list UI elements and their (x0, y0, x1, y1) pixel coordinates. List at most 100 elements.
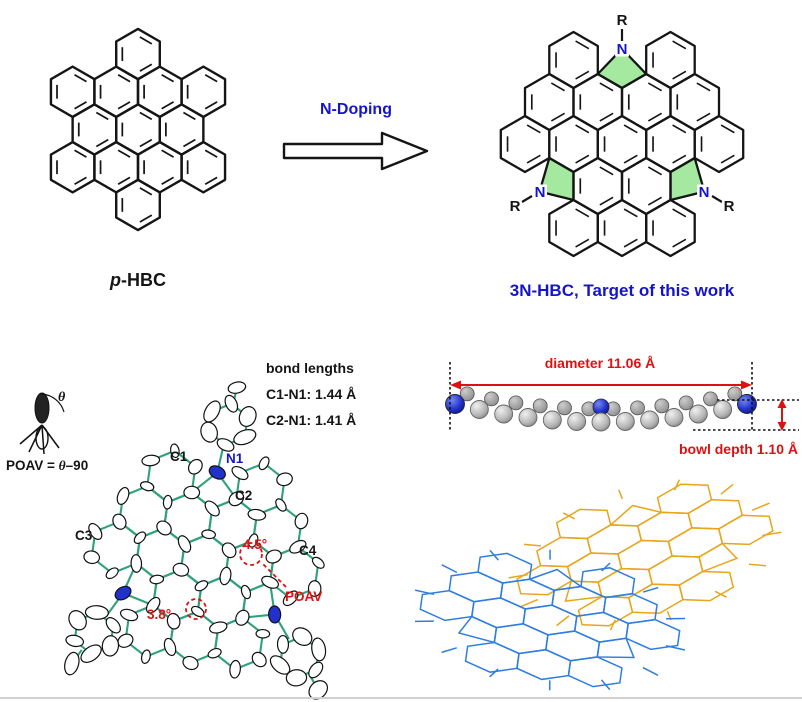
bond (672, 238, 687, 248)
carbon-sphere (640, 410, 660, 430)
atom-ellipsoid (255, 628, 271, 639)
bond (749, 560, 766, 569)
bond (696, 82, 711, 92)
bond (526, 154, 541, 164)
bond (672, 154, 687, 164)
poav-orbital-diagram (19, 392, 65, 455)
3n-hbc-label: 3N-HBC, Target of this work (509, 281, 735, 300)
bond (696, 112, 711, 122)
bond (575, 208, 590, 218)
atom-ellipsoid (231, 465, 249, 481)
bond (182, 111, 196, 121)
ring-bond (548, 198, 599, 258)
atom-ellipsoid (84, 605, 109, 620)
ring-bond (493, 620, 549, 657)
atom-ellipsoid (247, 508, 267, 521)
ring-bond (49, 65, 96, 119)
bond-lengths-block: bond lengths C1-N1: 1.44 Å C2-N1: 1.41 Å (266, 355, 356, 433)
group (64, 381, 329, 700)
atom-ellipsoid (219, 566, 232, 586)
diameter-arrowhead-right (741, 380, 752, 390)
bond (672, 70, 687, 80)
bond (550, 112, 566, 122)
ring-bond (115, 27, 161, 81)
bond (563, 511, 574, 522)
atom-ellipsoid (311, 556, 325, 569)
poav-pointer (262, 563, 287, 588)
ring-bond (717, 509, 775, 551)
bond (599, 196, 614, 206)
ring-bond (458, 615, 497, 642)
depth-arrowhead-top (777, 399, 787, 408)
bond (549, 550, 552, 560)
bond (509, 573, 528, 579)
bond (117, 74, 131, 83)
atom-ellipsoid (275, 498, 287, 512)
atom-ellipsoid (229, 659, 241, 679)
atom-ellipsoid (177, 535, 192, 553)
atom-ellipsoid (116, 486, 130, 505)
ring-bond (499, 114, 551, 174)
atom-ellipsoid (105, 567, 119, 580)
bond (672, 480, 681, 491)
atom-sphere (459, 386, 475, 402)
bond (575, 238, 590, 248)
reaction-arrow (282, 131, 429, 171)
ring-bond (580, 564, 636, 601)
atom-ellipsoid (139, 481, 155, 492)
bond (415, 590, 434, 594)
sigma-bond (19, 424, 43, 445)
bond (672, 40, 687, 50)
ring-bond (656, 478, 714, 520)
bond (161, 101, 175, 110)
atom-ellipsoid (235, 609, 250, 626)
p-hbc-rings (49, 27, 227, 232)
ring-bond (115, 178, 161, 232)
atom-ellipsoid (221, 542, 237, 559)
bond (575, 70, 590, 80)
bond (715, 589, 726, 600)
bond (139, 214, 153, 223)
ring-bond (180, 65, 227, 119)
atom-sphere (508, 395, 524, 411)
n-doping-label: N-Doping (320, 101, 392, 118)
atom-ellipsoid (119, 608, 139, 622)
ring-bond (548, 30, 599, 90)
atom-ellipsoid (130, 554, 143, 573)
bond (575, 154, 590, 164)
atom-ellipsoid (68, 610, 87, 631)
bond (647, 166, 663, 176)
ring-bond (677, 565, 735, 607)
nitrogen-ellipsoid (268, 605, 282, 624)
atom-ellipsoid (308, 661, 324, 679)
nitrogen-sphere (737, 394, 757, 414)
ring-bond (555, 503, 613, 545)
atom-label-c2: C2 (235, 488, 253, 503)
bond (619, 490, 623, 500)
bond (666, 616, 685, 621)
bond (117, 176, 131, 185)
atom-label-c3: C3 (75, 528, 93, 543)
bond-length-c1n1: C1-N1: 1.44 Å (266, 386, 357, 402)
n-r-bonds (521, 29, 723, 203)
nitrogen-ellipsoid (114, 585, 132, 601)
ortep-atoms (64, 381, 329, 700)
bond (672, 208, 687, 218)
bowl-side-view (445, 362, 799, 432)
bond (441, 565, 458, 573)
atom-ellipsoid (201, 529, 216, 540)
ring-bond (477, 550, 533, 587)
bond (415, 619, 434, 624)
carbon-sphere (615, 412, 635, 431)
ring-bond (528, 566, 582, 594)
bond (520, 600, 539, 607)
r-label-top: R (617, 12, 628, 29)
bond (623, 124, 638, 134)
atom-label-c1: C1 (170, 449, 188, 464)
poav-formula-prefix: POAV = (6, 458, 59, 473)
bond (719, 484, 735, 494)
diameter-label: diameter 11.06 Å (544, 355, 656, 371)
atom-label-n1: N1 (226, 451, 244, 466)
atom-ellipsoid (182, 655, 199, 671)
bond (599, 82, 614, 92)
